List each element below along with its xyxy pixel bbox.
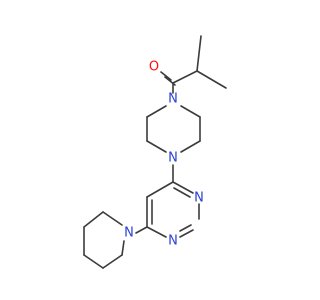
bond-pd-4 xyxy=(83,254,104,269)
bond-pyr-c4-n3 xyxy=(172,181,194,194)
pyrimidine-n3-label: N xyxy=(194,191,204,206)
bond-pd-5 xyxy=(102,254,123,269)
bond-pz-1 xyxy=(146,105,167,118)
bond-pyr-c2-n1-inner xyxy=(179,224,192,232)
bond-pyr-c4-c5 xyxy=(146,181,174,198)
isobutyryl-group xyxy=(160,35,227,94)
bond-pz-4 xyxy=(180,140,201,153)
bond-pd-2 xyxy=(83,211,104,228)
bond-carbonyl-double-a xyxy=(160,71,172,81)
bond-ch-carbonyl xyxy=(172,70,198,84)
bond-pz-3 xyxy=(146,140,167,153)
bond-pd-6 xyxy=(121,240,125,256)
bond-methyl-left xyxy=(196,35,202,72)
bond-pz-6 xyxy=(180,105,201,118)
molecule-structure-diagram: O N N N N N xyxy=(83,35,227,269)
bond-pyr-c2-n1 xyxy=(179,229,194,238)
piperidine-ring xyxy=(83,211,125,269)
bond-methyl-right xyxy=(196,70,227,89)
bond-pyr-c4-n3-inner xyxy=(173,187,191,198)
bond-pyr-n1-c6 xyxy=(146,226,167,238)
pyrimidine-ring xyxy=(146,181,200,238)
piperazine-bottom-nitrogen-label: N xyxy=(168,151,178,166)
piperazine-ring xyxy=(146,105,201,153)
oxygen-atom-label: O xyxy=(149,60,159,75)
bond-pd-1 xyxy=(102,211,123,226)
pyrimidine-n1-label: N xyxy=(168,234,178,249)
piperazine-top-nitrogen-label: N xyxy=(168,92,178,107)
piperidine-nitrogen-label: N xyxy=(124,226,134,241)
bond-pyrimidine-piperidine xyxy=(135,226,148,234)
